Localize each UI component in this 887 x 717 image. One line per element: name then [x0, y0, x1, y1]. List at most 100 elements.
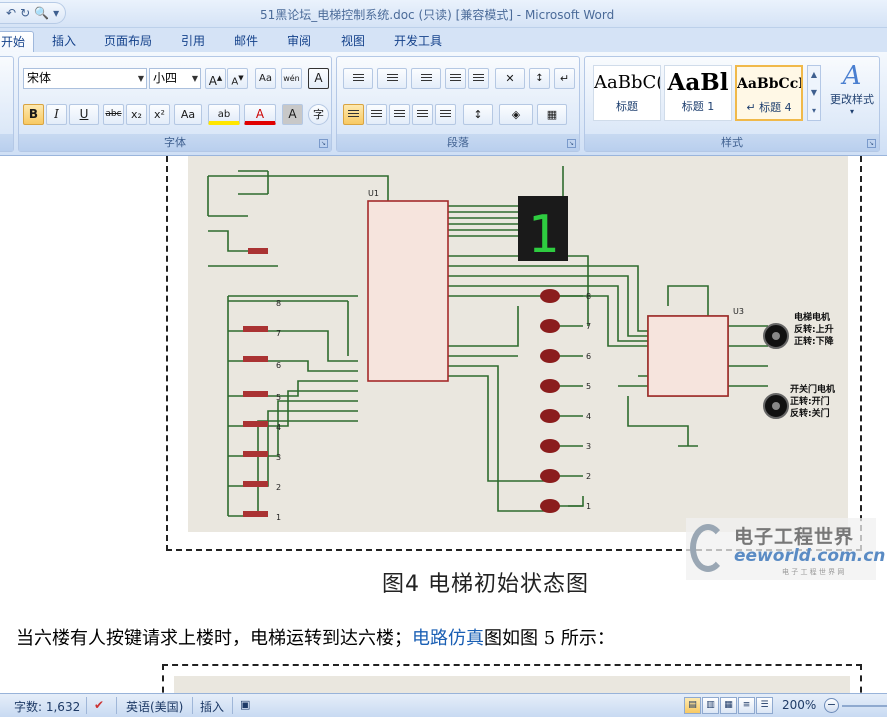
- tab-review[interactable]: 审阅: [287, 34, 312, 48]
- highlight-button[interactable]: ab: [208, 104, 240, 125]
- floor-label: 4: [276, 423, 281, 432]
- display-digit: 1: [527, 205, 558, 265]
- floor-label: 5: [276, 393, 281, 402]
- justify-button[interactable]: [412, 104, 433, 125]
- style-heading-1[interactable]: AaBl 标题 1: [664, 65, 732, 121]
- line-spacing-button[interactable]: ↕: [463, 104, 493, 125]
- redo-icon[interactable]: ↻: [20, 6, 31, 20]
- floor-led: [540, 439, 560, 453]
- motor1-reverse: 反转:上升: [794, 323, 834, 335]
- shading-button[interactable]: ◈: [499, 104, 533, 125]
- multilevel-list-button[interactable]: [411, 68, 441, 89]
- sort-button[interactable]: ↕: [529, 68, 550, 89]
- character-shading-button[interactable]: A: [282, 104, 303, 125]
- subscript-button[interactable]: x₂: [126, 104, 147, 125]
- tab-references[interactable]: 引用: [181, 34, 206, 48]
- macro-record-icon[interactable]: ▣: [240, 698, 251, 711]
- style-title[interactable]: AaBbC( 标题: [593, 65, 661, 121]
- title-bar: ↶ ↻ 🔍 ▾ 51黑论坛_电梯控制系统.doc (只读) [兼容模式] - M…: [0, 0, 887, 28]
- full-screen-view-icon[interactable]: ▥: [702, 697, 719, 714]
- clear-format-button[interactable]: Aa: [255, 68, 276, 89]
- font-size-combo[interactable]: 小四▼: [149, 68, 201, 89]
- font-dialog-launcher-icon[interactable]: ↘: [319, 139, 328, 148]
- character-border-button[interactable]: A: [308, 68, 329, 89]
- distributed-button[interactable]: [435, 104, 456, 125]
- change-styles-button[interactable]: A 更改样式 ▾: [825, 61, 879, 116]
- change-case-button[interactable]: Aa: [174, 104, 202, 125]
- borders-button[interactable]: ▦: [537, 104, 567, 125]
- font-name-combo[interactable]: 宋体▼: [23, 68, 147, 89]
- paragraph-dialog-launcher-icon[interactable]: ↘: [567, 139, 576, 148]
- tab-insert[interactable]: 插入: [52, 34, 77, 48]
- align-right-button[interactable]: [389, 104, 410, 125]
- tab-home[interactable]: 开始: [0, 31, 34, 52]
- show-marks-button[interactable]: ↵: [554, 68, 575, 89]
- tab-view[interactable]: 视图: [341, 34, 366, 48]
- proofing-icon[interactable]: ✔: [94, 698, 105, 712]
- align-left-button[interactable]: [343, 104, 364, 125]
- language-indicator[interactable]: 英语(美国): [126, 700, 184, 714]
- italic-button[interactable]: I: [46, 104, 67, 125]
- led-label: 6: [586, 352, 591, 361]
- zoom-slider[interactable]: [842, 705, 887, 707]
- web-layout-view-icon[interactable]: ▦: [720, 697, 737, 714]
- strikethrough-button[interactable]: abc: [103, 104, 124, 125]
- tab-developer[interactable]: 开发工具: [394, 34, 443, 48]
- eeworld-logo-icon: [690, 524, 726, 572]
- undo-icon[interactable]: ↶: [6, 6, 17, 20]
- floor-button-4: [243, 451, 268, 457]
- tab-mailings[interactable]: 邮件: [234, 34, 259, 48]
- shrink-font-button[interactable]: A▼: [227, 68, 248, 89]
- zoom-level[interactable]: 200%: [782, 698, 817, 712]
- superscript-button[interactable]: x²: [149, 104, 170, 125]
- figure-caption: 图4 电梯初始状态图: [382, 572, 589, 597]
- tab-page-layout[interactable]: 页面布局: [104, 34, 153, 48]
- u3-label: U3: [733, 307, 744, 316]
- body-paragraph: 当六楼有人按键请求上楼时，电梯运转到达六楼；电路仿真图如图 5 所示：: [16, 628, 615, 649]
- customize-qat-icon[interactable]: ▾: [53, 6, 60, 20]
- bold-button[interactable]: B: [23, 104, 44, 125]
- style-heading-4[interactable]: AaBbCcI ↵ 标题 4: [735, 65, 803, 121]
- decrease-indent-button[interactable]: [445, 68, 466, 89]
- draft-view-icon[interactable]: ☰: [756, 697, 773, 714]
- font-color-button[interactable]: A: [244, 104, 276, 125]
- quick-access-toolbar: ↶ ↻ 🔍 ▾: [0, 2, 67, 24]
- asian-layout-button[interactable]: ✕: [495, 68, 525, 89]
- motor1-forward: 正转:下降: [794, 335, 835, 347]
- eeworld-watermark: 电子工程世界 eeworld.com.cn 电 子 工 程 世 界 网: [686, 518, 885, 580]
- reset-button: [248, 248, 268, 254]
- increase-indent-button[interactable]: [468, 68, 489, 89]
- floor-button-7: [243, 356, 268, 362]
- phonetic-guide-button[interactable]: wén: [281, 68, 302, 89]
- numbering-button[interactable]: [377, 68, 407, 89]
- print-preview-icon[interactable]: 🔍: [34, 6, 50, 20]
- grow-font-button[interactable]: A▲: [205, 68, 226, 89]
- styles-group-label: 样式: [585, 134, 879, 151]
- outline-view-icon[interactable]: ≡: [738, 697, 755, 714]
- led-label: 5: [586, 382, 591, 391]
- paragraph-group-label: 段落: [337, 134, 579, 151]
- word-count[interactable]: 字数: 1,632: [14, 700, 81, 714]
- styles-dialog-launcher-icon[interactable]: ↘: [867, 139, 876, 148]
- zoom-out-button[interactable]: −: [824, 698, 839, 713]
- elevator-schematic: U1 1 U3 8 7 6 5 4 3 2 1 8 7 6: [188, 156, 848, 532]
- bullets-button[interactable]: [343, 68, 373, 89]
- floor-led: [540, 289, 560, 303]
- insert-mode[interactable]: 插入: [200, 700, 225, 714]
- underline-button[interactable]: U: [69, 104, 99, 125]
- align-center-button[interactable]: [366, 104, 387, 125]
- styles-scroll[interactable]: ▲▼▾: [807, 65, 821, 121]
- mcu-chip: [367, 200, 449, 382]
- print-layout-view-icon[interactable]: ▤: [684, 697, 701, 714]
- enclose-characters-button[interactable]: 字: [308, 104, 329, 125]
- floor-label: 8: [276, 299, 281, 308]
- document-area[interactable]: U1 1 U3 8 7 6 5 4 3 2 1 8 7 6: [0, 156, 887, 693]
- figure-4-frame: U1 1 U3 8 7 6 5 4 3 2 1 8 7 6: [166, 156, 885, 580]
- ribbon: 宋体▼ 小四▼ A▲ A▼ Aa wén A B I U abc x₂ x² A…: [0, 52, 887, 156]
- floor-label: 2: [276, 483, 281, 492]
- led-label: 4: [586, 412, 591, 421]
- circuit-simulation-link[interactable]: 电路仿真: [412, 628, 484, 649]
- window-title: 51黑论坛_电梯控制系统.doc (只读) [兼容模式] - Microsoft…: [260, 8, 615, 22]
- floor-led: [540, 349, 560, 363]
- floor-label: 3: [276, 453, 281, 462]
